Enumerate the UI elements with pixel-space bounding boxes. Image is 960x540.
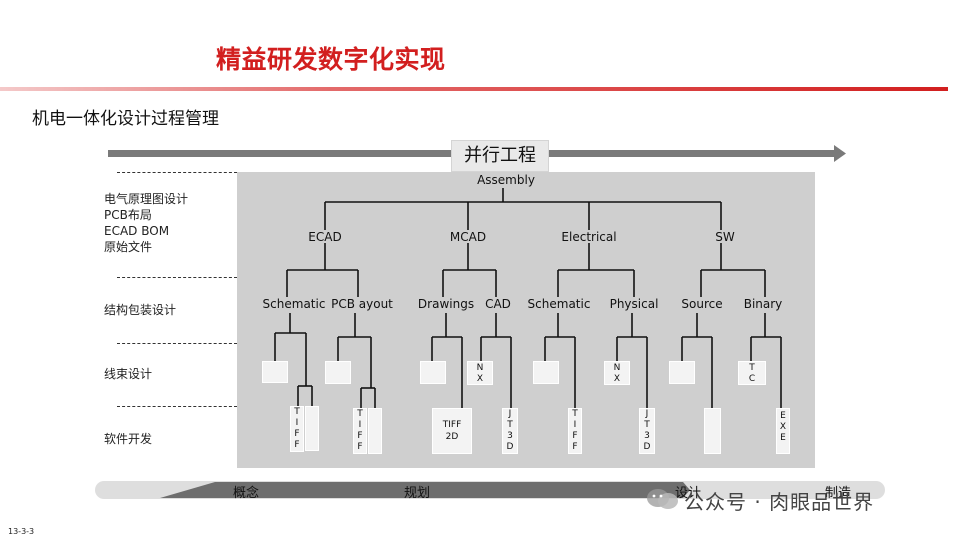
tiff-2d-file-box: TIFF 2D <box>432 408 472 454</box>
phase-manufacturing: 制造 <box>825 486 852 501</box>
exe-file-box: E X E <box>776 408 790 454</box>
phase-design: 设计 <box>675 486 702 501</box>
row-divider <box>117 343 237 344</box>
jt-3d-file-box: J T 3 D <box>639 408 655 454</box>
tree-node-schematic-ecad: Schematic <box>262 297 326 311</box>
row-divider <box>117 277 237 278</box>
tiff-file-box: T I F F <box>568 408 582 454</box>
empty-file-box <box>704 408 721 454</box>
empty-file-box <box>533 361 559 384</box>
concurrent-engineering-label: 并行工程 <box>452 141 548 171</box>
section-subtitle: 机电一体化设计过程管理 <box>32 109 219 129</box>
row-divider <box>117 172 237 173</box>
software-stage-label: 软件开发 <box>104 432 153 446</box>
nx-file-box: N X <box>467 361 493 385</box>
tree-node-source: Source <box>681 297 723 311</box>
ecad-stage-labels: 电气原理图设计 PCB布局 ECAD BOM 原始文件 <box>104 191 188 255</box>
watermark-text: 公众号 · 肉眼品世界 <box>684 490 875 514</box>
tiff-file-box: T I F F <box>290 406 304 452</box>
header-divider <box>0 87 948 91</box>
page-code: 13-3-3 <box>8 527 35 536</box>
tree-node-ecad: ECAD <box>308 230 342 244</box>
tree-node-drawings: Drawings <box>417 297 475 311</box>
tc-file-box: T C <box>738 361 766 385</box>
tiff-file-box: T I F F <box>353 408 367 454</box>
tree-node-assembly: Assembly <box>477 173 535 187</box>
page-title: 精益研发数字化实现 <box>216 45 446 74</box>
ecad-label-line: ECAD BOM <box>104 224 170 238</box>
tree-node-physical: Physical <box>609 297 659 311</box>
empty-file-box <box>368 408 382 454</box>
tree-node-binary: Binary <box>743 297 783 311</box>
empty-file-box <box>325 361 351 384</box>
nx-file-box: N X <box>604 361 630 385</box>
tree-node-schematic-electrical: Schematic <box>527 297 591 311</box>
jt-3d-file-box: J T 3 D <box>502 408 518 454</box>
wechat-icon <box>647 489 678 509</box>
phase-wedge <box>160 482 690 498</box>
tree-node-cad: CAD <box>485 297 511 311</box>
empty-file-box <box>262 361 288 383</box>
ecad-label-line: 电气原理图设计 <box>104 192 189 206</box>
structure-stage-label: 结构包装设计 <box>104 303 177 317</box>
empty-file-box <box>420 361 446 384</box>
tree-node-sw: SW <box>715 230 735 244</box>
empty-file-box <box>305 406 319 451</box>
ecad-label-line: PCB布局 <box>104 208 152 222</box>
ecad-label-line: 原始文件 <box>104 240 153 254</box>
phase-concept: 概念 <box>233 486 260 501</box>
row-divider <box>117 406 237 407</box>
tree-node-mcad: MCAD <box>449 230 487 244</box>
empty-file-box <box>669 361 695 384</box>
harness-stage-label: 线束设计 <box>104 367 153 381</box>
tree-node-pcb-layout: PCB ayout <box>331 297 393 311</box>
phase-planning: 规划 <box>404 486 431 501</box>
tree-node-electrical: Electrical <box>561 230 617 244</box>
